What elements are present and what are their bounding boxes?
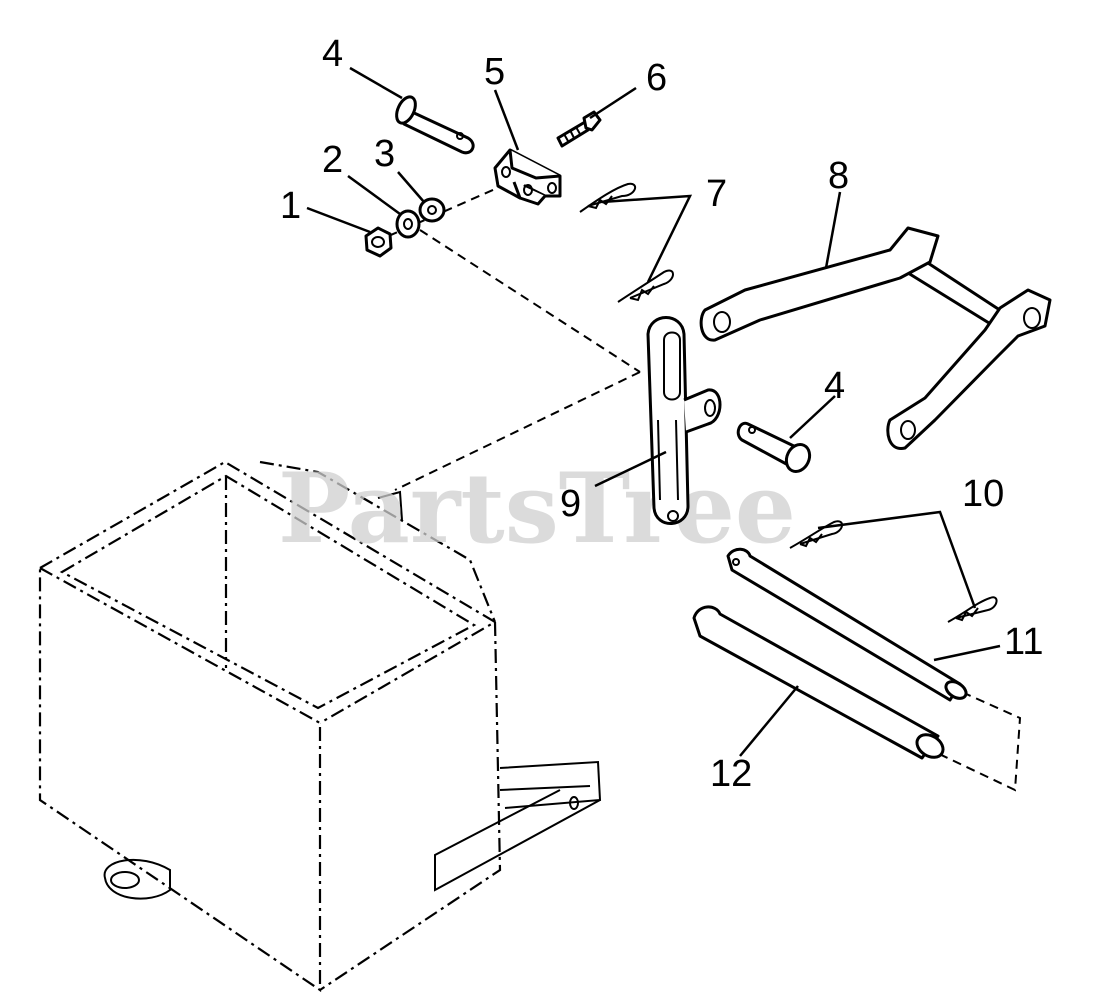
leader-lines <box>306 66 1001 757</box>
callout-4-upper: 4 <box>322 33 343 75</box>
watermark-text: PartsTree <box>278 452 796 565</box>
callout-7: 7 <box>706 173 727 215</box>
link-bar <box>646 316 722 525</box>
callout-8: 8 <box>828 155 849 197</box>
hair-pin-clip-10-lower <box>947 596 998 623</box>
screw <box>556 110 602 148</box>
flat-washer <box>418 197 446 223</box>
tube <box>692 605 945 760</box>
callout-1: 1 <box>280 185 301 227</box>
clevis-pin-lower <box>736 421 812 474</box>
callout-3: 3 <box>374 133 395 175</box>
lift-arm-assembly <box>699 226 1052 450</box>
callout-9: 9 <box>560 483 581 525</box>
callout-4-lower: 4 <box>824 365 845 407</box>
hair-pin-clip-lower <box>617 269 674 303</box>
callout-10: 10 <box>962 473 1004 515</box>
clevis-pin-upper <box>395 95 475 155</box>
callout-11: 11 <box>1004 621 1043 663</box>
weight-box <box>38 460 602 993</box>
callout-5: 5 <box>484 51 505 93</box>
assembly-lines <box>374 177 1022 792</box>
lock-washer <box>395 209 421 239</box>
hair-pin-clip-upper <box>579 182 637 213</box>
callout-labels: 1 2 3 4 4 5 6 7 8 9 10 11 12 <box>280 33 1043 795</box>
pin-tube <box>726 547 968 702</box>
callout-6: 6 <box>646 57 667 99</box>
callout-12: 12 <box>710 753 752 795</box>
callout-2: 2 <box>322 139 343 181</box>
hair-pin-clip-10-upper <box>789 520 843 549</box>
mounting-bracket <box>493 148 562 206</box>
hex-nut <box>364 226 393 258</box>
